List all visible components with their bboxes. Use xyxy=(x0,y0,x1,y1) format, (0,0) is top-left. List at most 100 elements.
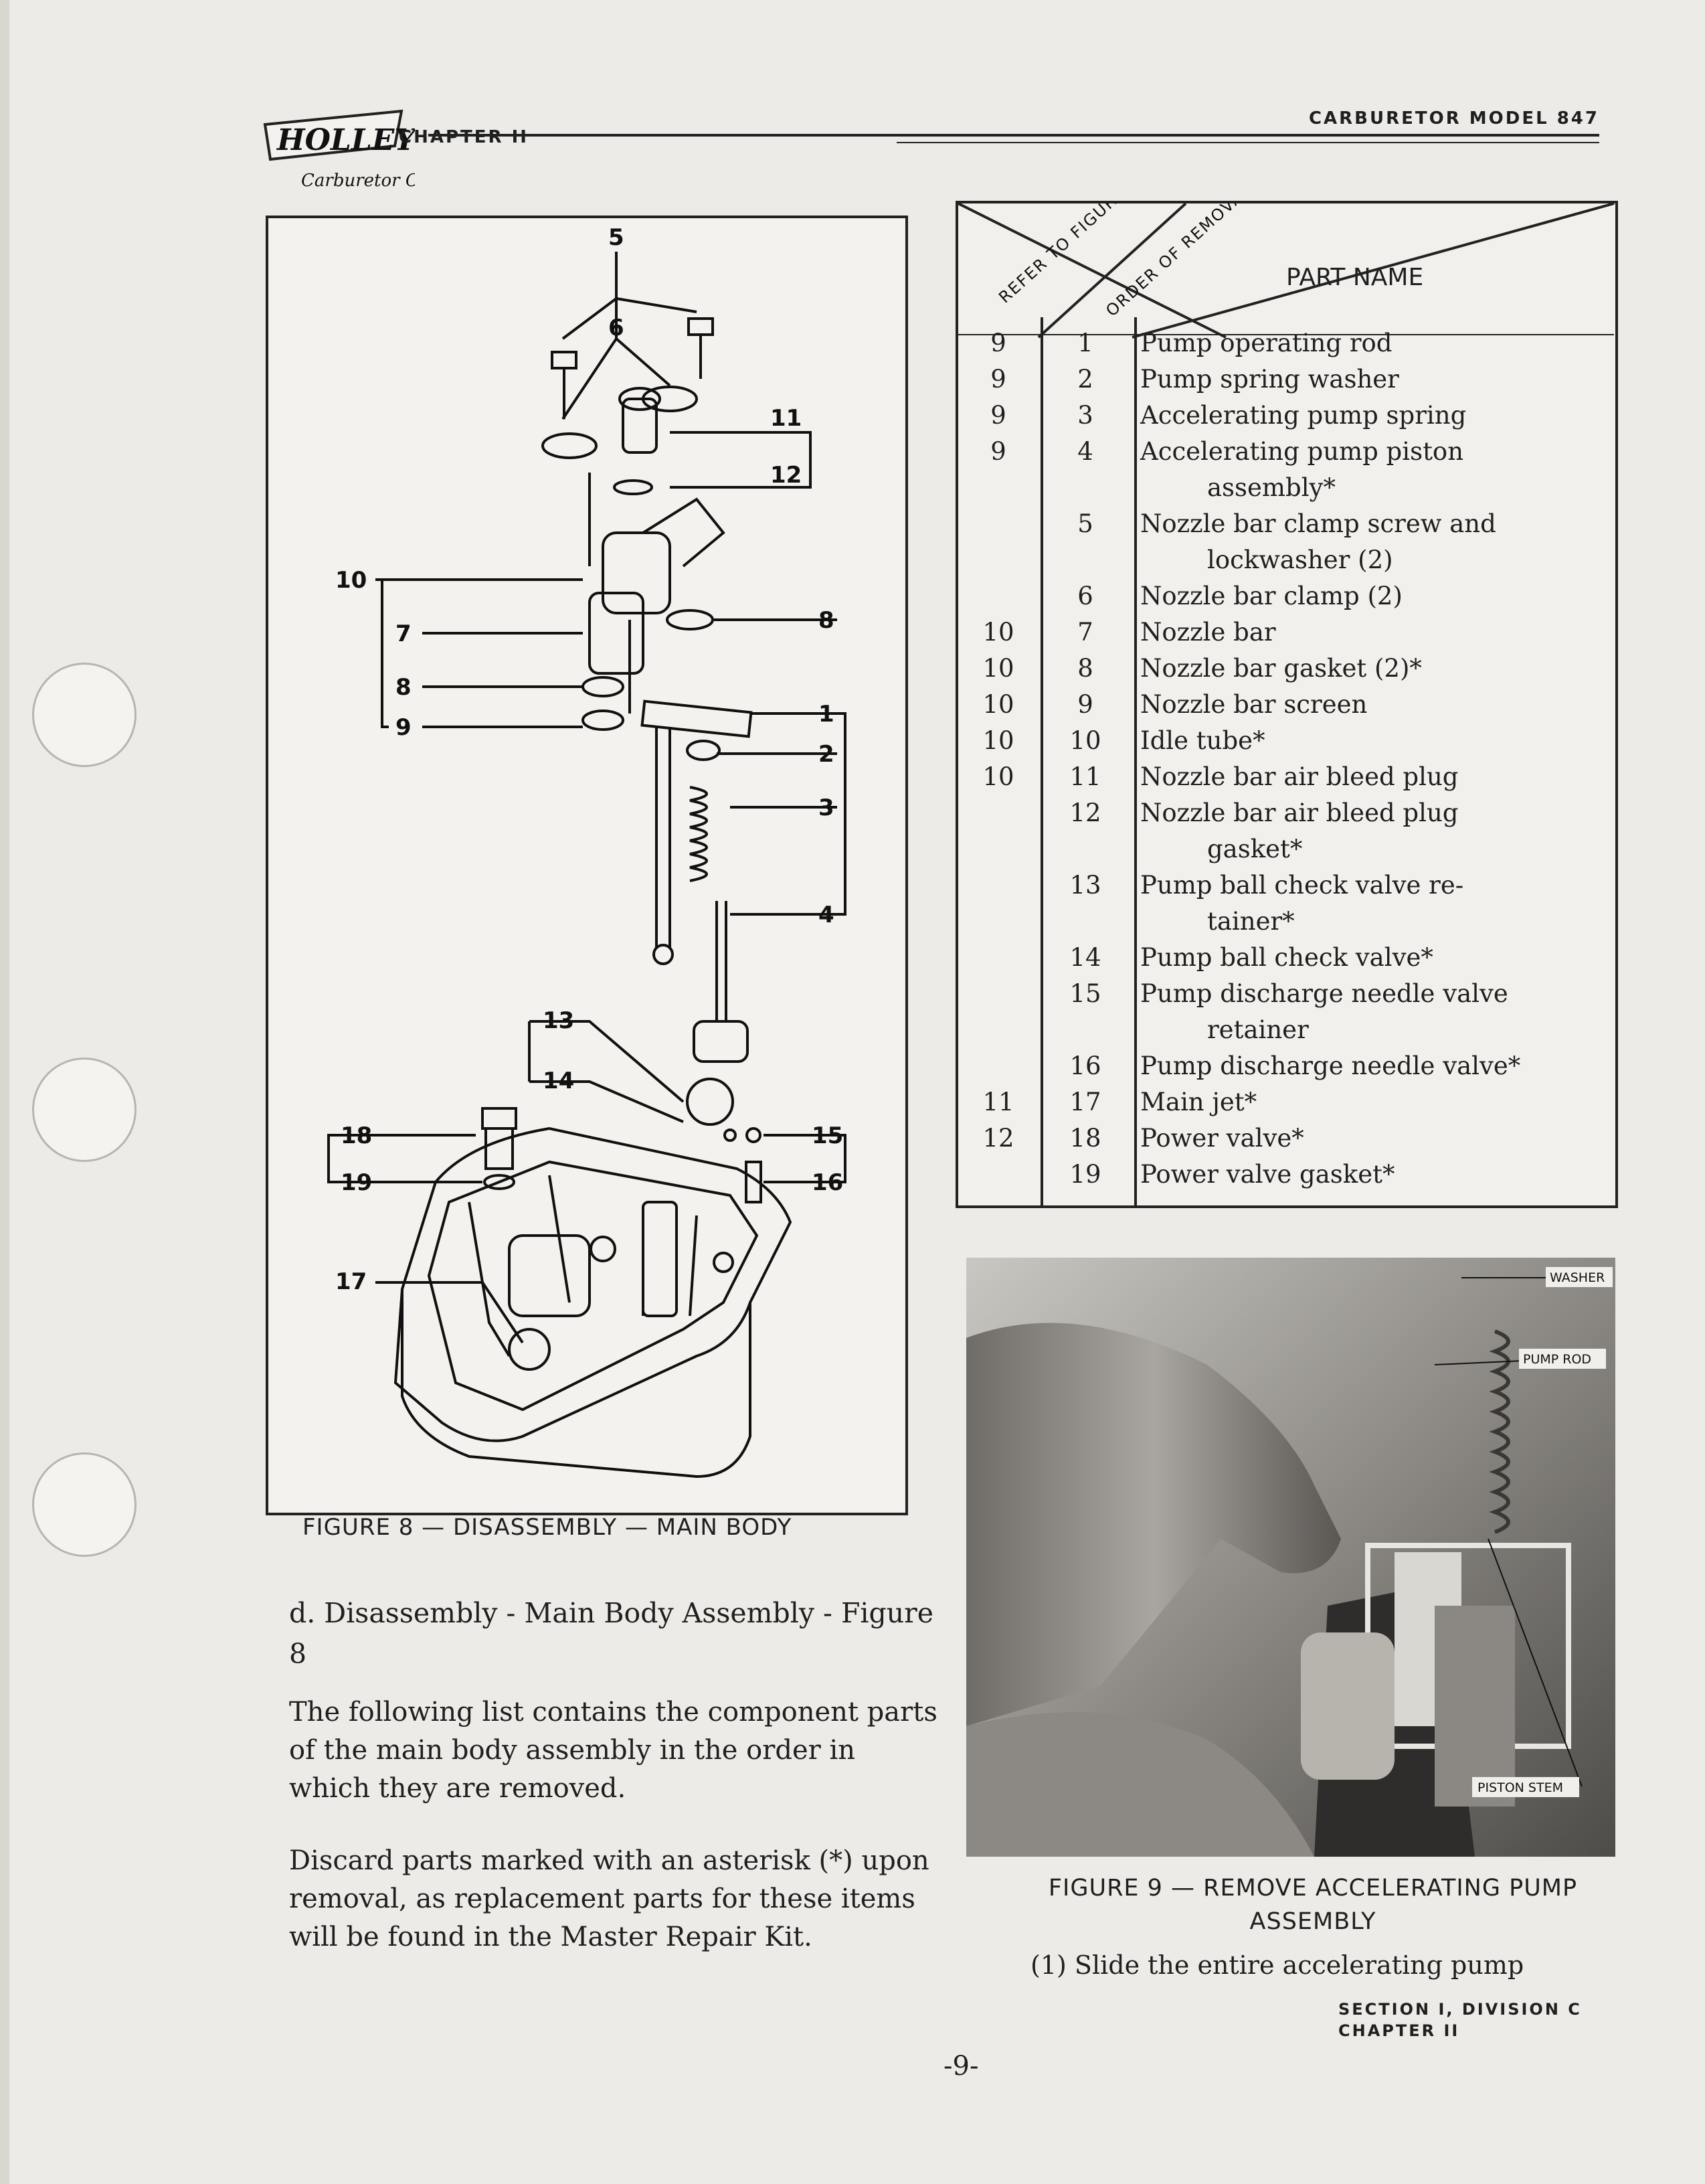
callout-14: 14 xyxy=(543,1068,574,1094)
cell-part-name: Nozzle bar air bleed plug gasket* xyxy=(1140,795,1609,867)
cell-figure-no: 10 xyxy=(982,654,1014,683)
part-name-continued: retainer xyxy=(1207,1015,1309,1044)
paragraph-component-list: The following list contains the componen… xyxy=(289,1697,937,1804)
part-name-text: Pump discharge needle valve* xyxy=(1140,1052,1521,1080)
cell-order: 2 xyxy=(1077,365,1093,394)
callout-5: 5 xyxy=(608,224,624,251)
cell-figure-no: 9 xyxy=(990,329,1006,357)
cell-order: 5 xyxy=(1077,509,1093,538)
page-number: -9- xyxy=(944,2051,979,2082)
figure-8-caption: FIGURE 8 — DISASSEMBLY — MAIN BODY xyxy=(302,1514,792,1541)
figure-9-photo: WASHER PUMP ROD PISTON STEM xyxy=(966,1258,1615,1857)
part-name-continued: assembly* xyxy=(1207,473,1336,502)
cell-order: 12 xyxy=(1069,799,1101,827)
logo-subtext: Carburetor Co xyxy=(301,171,415,191)
cell-order: 16 xyxy=(1069,1052,1101,1080)
part-name-continued: gasket* xyxy=(1207,835,1303,863)
cell-part-name: Power valve gasket* xyxy=(1140,1157,1609,1193)
part-name-text: Pump ball check valve* xyxy=(1140,943,1433,972)
part-name-text: Nozzle bar air bleed plug xyxy=(1140,799,1459,827)
part-name-text: Nozzle bar clamp (2) xyxy=(1140,582,1403,610)
callout-19: 19 xyxy=(341,1169,372,1196)
cell-figure-no: 10 xyxy=(982,690,1014,719)
callout-9: 9 xyxy=(395,714,412,741)
part-name-text: Pump ball check valve re- xyxy=(1140,871,1464,900)
callout-8-left: 8 xyxy=(395,674,412,701)
label-pump-rod: PUMP ROD xyxy=(1523,1352,1591,1367)
page-edge xyxy=(0,0,9,2184)
cell-part-name: Pump ball check valve re-tainer* xyxy=(1140,867,1609,940)
cell-part-name: Pump ball check valve* xyxy=(1140,940,1609,976)
callout-7: 7 xyxy=(395,620,412,647)
part-name-text: Nozzle bar air bleed plug xyxy=(1140,762,1459,791)
cell-order: 7 xyxy=(1077,618,1093,647)
part-name-continued: tainer* xyxy=(1207,907,1295,936)
logo-text: HOLLEY xyxy=(276,123,415,157)
cell-part-name: Main jet* xyxy=(1140,1084,1609,1120)
cell-order: 9 xyxy=(1077,690,1093,719)
cell-order: 17 xyxy=(1069,1088,1101,1116)
punch-hole xyxy=(32,1452,137,1557)
figure-8-diagram: 5 6 11 12 10 7 8 8 9 1 2 3 4 13 14 15 16… xyxy=(266,216,908,1515)
punch-hole xyxy=(32,1058,137,1162)
cell-part-name: Nozzle bar air bleed plug xyxy=(1140,759,1609,795)
callout-12: 12 xyxy=(770,462,802,489)
cell-part-name: Nozzle bar xyxy=(1140,614,1609,651)
cell-figure-no: 12 xyxy=(982,1124,1014,1153)
callout-3: 3 xyxy=(818,794,834,821)
cell-figure-no: 9 xyxy=(990,401,1006,430)
callout-11: 11 xyxy=(770,405,802,432)
cell-order: 1 xyxy=(1077,329,1093,357)
step-1-text: (1) Slide the entire accelerating pump xyxy=(1030,1950,1524,1980)
cell-figure-no: 11 xyxy=(982,1088,1014,1116)
cell-order: 6 xyxy=(1077,582,1093,610)
part-name-text: Power valve gasket* xyxy=(1140,1160,1395,1189)
header-part-name: PART NAME xyxy=(1286,264,1424,291)
cell-part-name: Pump spring washer xyxy=(1140,361,1609,398)
table-rules: REFER TO FIGURE NO. ORDER OF REMOVAL xyxy=(958,203,1615,1205)
parts-table: REFER TO FIGURE NO. ORDER OF REMOVAL PAR… xyxy=(956,201,1618,1208)
cell-order: 11 xyxy=(1069,762,1101,791)
part-name-continued: lockwasher (2) xyxy=(1207,545,1393,574)
cell-order: 10 xyxy=(1069,726,1101,755)
callout-18: 18 xyxy=(341,1122,372,1149)
part-name-text: Idle tube* xyxy=(1140,726,1265,755)
cell-order: 15 xyxy=(1069,979,1101,1008)
cell-figure-no: 10 xyxy=(982,618,1014,647)
cell-part-name: Nozzle bar gasket (2)* xyxy=(1140,651,1609,687)
cell-order: 8 xyxy=(1077,654,1093,683)
cell-order: 4 xyxy=(1077,437,1093,466)
header-chapter: CHAPTER II xyxy=(399,127,529,147)
header-order-of-removal: ORDER OF REMOVAL xyxy=(1102,203,1255,320)
part-name-text: Power valve* xyxy=(1140,1124,1304,1153)
exploded-view-illustration: 5 6 11 12 10 7 8 8 9 1 2 3 4 13 14 15 16… xyxy=(327,224,846,1479)
footer-section: SECTION I, DIVISION C CHAPTER II xyxy=(1338,1999,1582,2041)
cell-figure-no: 9 xyxy=(990,437,1006,466)
section-subhead: d. Disassembly - Main Body Assembly - Fi… xyxy=(289,1597,934,1670)
cell-figure-no: 10 xyxy=(982,726,1014,755)
holley-logo: HOLLEY Carburetor Co xyxy=(263,109,415,191)
accelerating-pump-photo: WASHER PUMP ROD PISTON STEM xyxy=(966,1258,1615,1857)
paragraph-discard-parts: Discard parts marked with an asterisk (*… xyxy=(289,1845,929,1952)
callout-15: 15 xyxy=(812,1122,843,1149)
part-name-text: Nozzle bar gasket (2)* xyxy=(1140,654,1422,683)
cell-part-name: Power valve* xyxy=(1140,1120,1609,1157)
callout-4: 4 xyxy=(818,902,834,928)
cell-part-name: Nozzle bar clamp (2) xyxy=(1140,578,1609,614)
footer-section-line2: CHAPTER II xyxy=(1338,2021,1460,2040)
header-rule xyxy=(428,134,1599,137)
callout-1: 1 xyxy=(818,701,834,728)
header-rule-thin xyxy=(897,142,1599,143)
figure-9-caption-line2: ASSEMBLY xyxy=(1249,1908,1376,1935)
cell-order: 13 xyxy=(1069,871,1101,900)
part-name-text: Pump operating rod xyxy=(1140,329,1393,357)
callout-2: 2 xyxy=(818,741,834,768)
part-name-text: Main jet* xyxy=(1140,1088,1257,1116)
label-washer: WASHER xyxy=(1550,1270,1605,1285)
figure-9-caption-line1: FIGURE 9 — REMOVE ACCELERATING PUMP xyxy=(1048,1875,1578,1902)
part-name-text: Accelerating pump spring xyxy=(1140,401,1467,430)
cell-order: 18 xyxy=(1069,1124,1101,1153)
part-name-text: Nozzle bar xyxy=(1140,618,1276,647)
